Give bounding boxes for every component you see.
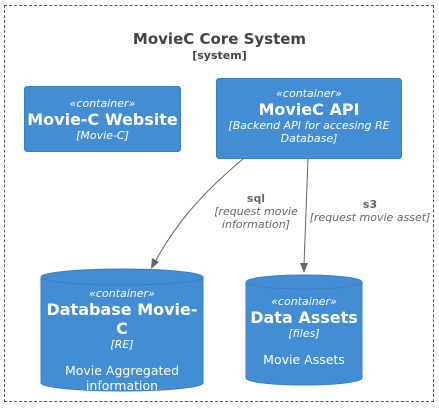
system-title: MovieC Core System: [132, 30, 307, 48]
database-desc-line1: Movie Aggregated: [64, 363, 180, 378]
edge-sql-label: sql: [246, 192, 266, 205]
database-stereotype: «container»: [89, 287, 155, 300]
website-tech: [Movie-C]: [76, 129, 129, 142]
edge-s3-label: s3: [362, 198, 378, 211]
assets-tech: [files]: [288, 327, 320, 340]
website-container: «container» Movie-C Website [Movie-C]: [24, 86, 181, 152]
system-tag: [system]: [192, 49, 247, 62]
edge-s3-arrowhead: [300, 263, 308, 273]
assets-name: Data Assets: [250, 308, 358, 327]
database-name: Database Movie-C: [46, 300, 198, 338]
edge-sql-arrowhead: [151, 258, 159, 269]
edge-sql-line: [154, 157, 245, 263]
system-boundary: [4, 5, 434, 402]
edge-s3-label-group: s3 [request movie asset]: [306, 198, 434, 224]
database-tech: [RE]: [110, 338, 134, 351]
api-stereotype: «container»: [276, 87, 342, 100]
api-tech-line1: [Backend API for accesing RE: [228, 119, 390, 132]
api-name: MovieC API: [258, 100, 360, 119]
database-desc-line2: information: [85, 378, 159, 393]
assets-container-text: «container» Data Assets [files] Movie As…: [246, 295, 362, 380]
website-name: Movie-C Website: [27, 110, 178, 129]
edge-sql-desc-line2: information]: [222, 218, 290, 231]
edge-sql-label-group: sql [request movie information]: [206, 192, 306, 231]
assets-desc: Movie Assets: [263, 352, 345, 367]
database-cylinder: [40, 268, 204, 392]
assets-stereotype: «container»: [271, 295, 337, 308]
database-container-text: «container» Database Movie-C [RE] Movie …: [41, 287, 203, 393]
edge-s3-line: [303, 157, 309, 266]
assets-cylinder: [245, 274, 363, 386]
api-tech-line2: Database]: [280, 132, 338, 145]
api-container: «container» MovieC API [Backend API for …: [216, 78, 402, 159]
website-stereotype: «container»: [69, 97, 136, 110]
edge-s3-desc: [request movie asset]: [309, 211, 431, 224]
edge-sql-desc-line1: [request movie: [214, 205, 298, 218]
